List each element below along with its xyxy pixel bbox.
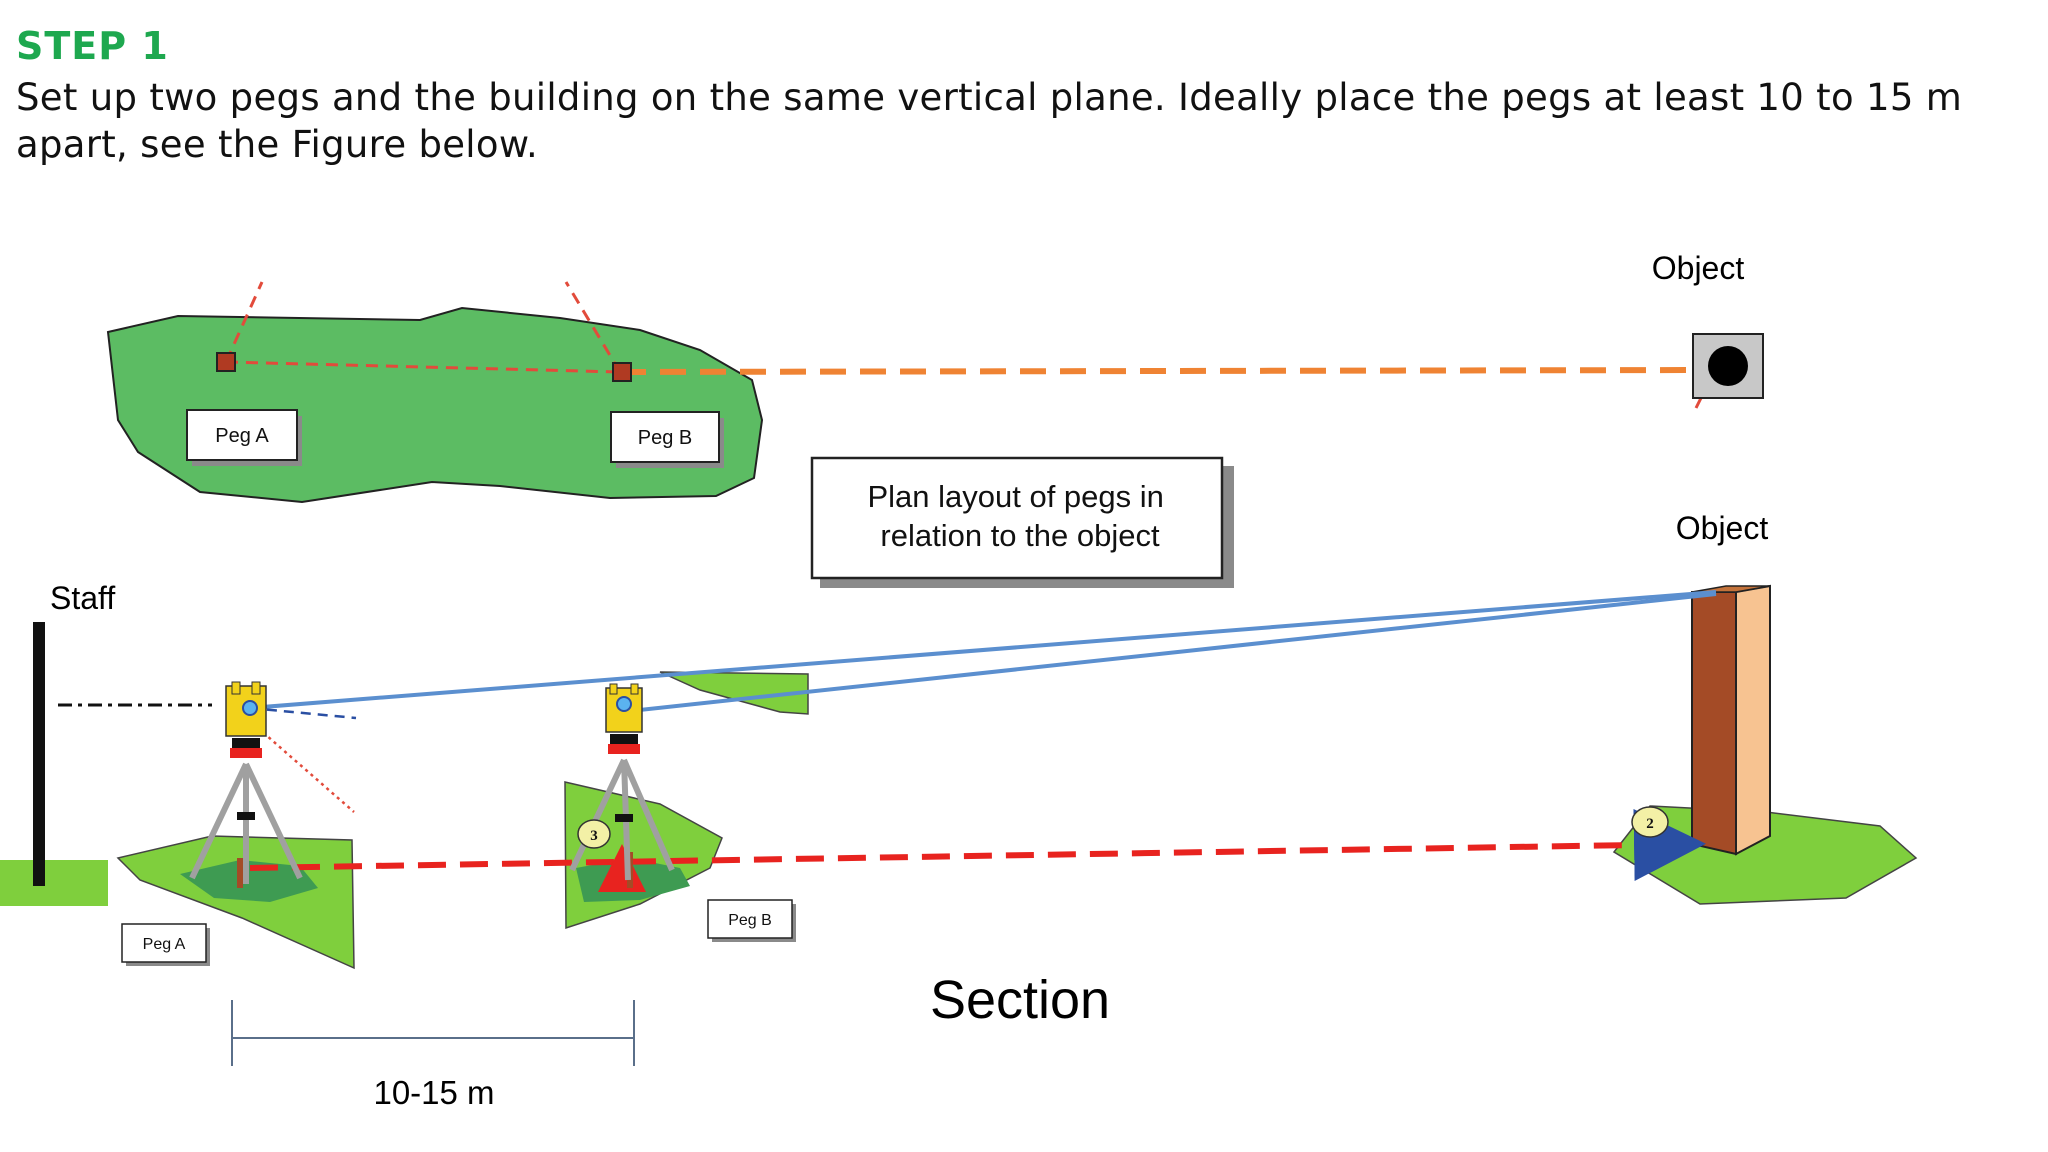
instrument-a-dotted-down: [257, 727, 355, 813]
staff-label: Staff: [50, 580, 115, 616]
marker-b-number: 3: [590, 828, 598, 844]
marker-b-circle: [577, 819, 611, 849]
plan-peg-b-marker: [612, 362, 632, 382]
plan-caption: Plan layout of pegs in relation to the o…: [867, 479, 1172, 553]
marker-object-number: 2: [1646, 816, 1654, 832]
marker-object-circle: [1631, 806, 1669, 838]
plan-ground-patch: [106, 306, 764, 504]
section-title: Section: [930, 970, 1110, 1030]
section-peg-a-label-box: [121, 923, 207, 963]
plan-sight-line-b: [564, 281, 622, 373]
plan-peg-b-label-box: [610, 411, 720, 463]
plan-caption-box: [810, 456, 1224, 580]
plan-line-a-to-b: [225, 360, 621, 374]
total-station-a: [189, 681, 303, 888]
section-object-label: Object: [1676, 510, 1769, 546]
far-ground-patch: [659, 671, 809, 715]
building-side: [1735, 584, 1771, 856]
section-peg-b-label-box: [707, 899, 793, 939]
distance-label: 10-15 m: [373, 1074, 494, 1111]
sight-line-from-b: [629, 592, 1717, 713]
plan-peg-a-marker: [216, 352, 236, 372]
section-peg-b-label: Peg B: [728, 912, 772, 929]
plan-view: Peg A Peg B Object Plan layout of pegs i…: [106, 250, 1764, 588]
section-view: Staff Object: [0, 510, 1918, 1111]
total-station-b: [569, 683, 675, 888]
staff-pole: [33, 622, 45, 886]
staff-ground-patch: [0, 860, 108, 906]
plan-sight-line-a: [224, 281, 264, 363]
plan-line-to-object: [619, 367, 1709, 375]
section-peg-a-label: Peg A: [143, 936, 186, 953]
level-line: [249, 809, 1706, 881]
plan-object-label: Object: [1652, 250, 1745, 286]
plan-peg-a-label: Peg A: [215, 425, 269, 447]
instrument-a-dashed-back: [249, 706, 357, 720]
step-heading: STEP 1: [16, 24, 169, 68]
sight-line-from-a: [249, 590, 1717, 710]
plan-object-dot: [1708, 346, 1748, 386]
step-instruction: Set up two pegs and the building on the …: [16, 76, 1963, 166]
plan-peg-b-label: Peg B: [638, 427, 692, 449]
plan-peg-a-label-box: [186, 409, 298, 461]
building-front: [1691, 591, 1737, 856]
